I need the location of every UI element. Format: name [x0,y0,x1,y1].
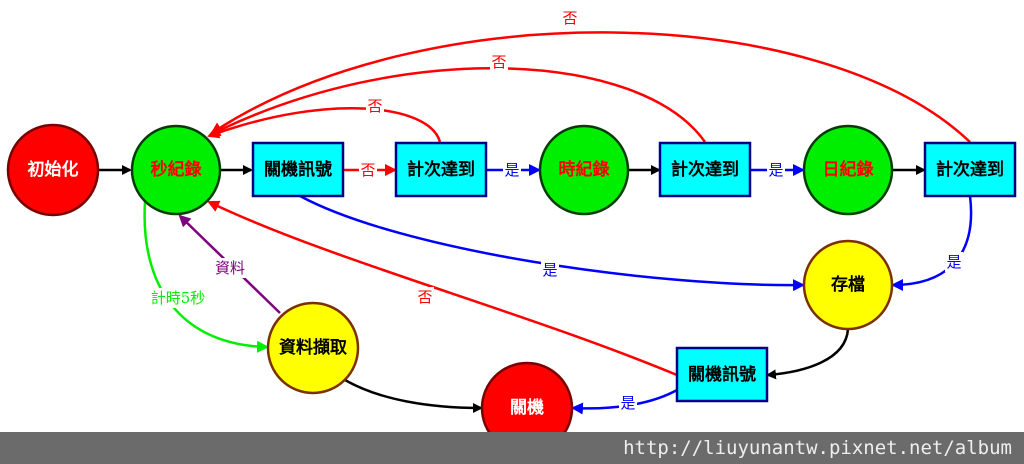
node-count-reached-3 [923,141,1017,198]
edge-label-no: 否 [562,9,577,27]
watermark-bar: http://liuyunantw.pixnet.net/album [0,432,1024,464]
node-shutdown-signal-1-label: 關機訊號 [264,159,332,180]
edge-label-yes: 是 [620,394,635,412]
node-data-capture [266,301,360,395]
node-day-record [802,124,894,216]
node-save-file-label: 存檔 [831,274,865,295]
edge-label-no: 否 [417,288,432,306]
node-init-label: 初始化 [28,159,79,180]
edge-label-no: 否 [491,53,506,71]
edge-signal-yes-to-save [299,194,805,292]
edge-capture-to-shutdown [344,378,483,413]
edge-label-no: 否 [360,161,375,179]
edge-label-yes: 是 [504,161,519,179]
node-sec-record-label: 秒紀錄 [151,159,202,180]
edge-label-timer: 計時5秒 [151,289,206,307]
node-data-capture-label: 資料擷取 [279,337,347,358]
node-count-reached-3-label: 計次達到 [936,159,1004,180]
node-shutdown-label: 關機 [510,397,544,418]
edge-count1-no-to-sec [207,107,442,143]
node-count-reached-2-label: 計次達到 [671,159,739,180]
edge-save-to-signal2 [766,328,850,380]
node-hour-record-label: 時紀錄 [559,159,610,180]
node-init [6,123,100,217]
edge-label-yes: 是 [542,261,557,279]
node-day-record-label: 日紀錄 [823,159,874,180]
node-shutdown-signal-2 [675,346,769,403]
edge-label-yes: 是 [768,161,783,179]
node-sec-record [130,124,222,216]
watermark-url: http://liuyunantw.pixnet.net/album [623,437,1012,459]
edge-count3-no-to-sec [210,31,971,143]
node-shutdown-signal-2-label: 關機訊號 [688,364,756,385]
node-shutdown-signal-1 [251,141,345,198]
edge-signal2-no-to-sec [207,200,678,377]
edge-label-data: 資料 [215,259,245,277]
node-save-file [802,239,894,331]
edge-label-no: 否 [367,97,382,115]
edge-label-yes: 是 [946,253,961,271]
node-count-reached-1 [394,141,488,198]
node-count-reached-2 [658,141,752,198]
node-count-reached-1-label: 計次達到 [407,159,475,180]
node-hour-record [538,124,630,216]
edge-count2-no-to-sec [208,67,707,143]
